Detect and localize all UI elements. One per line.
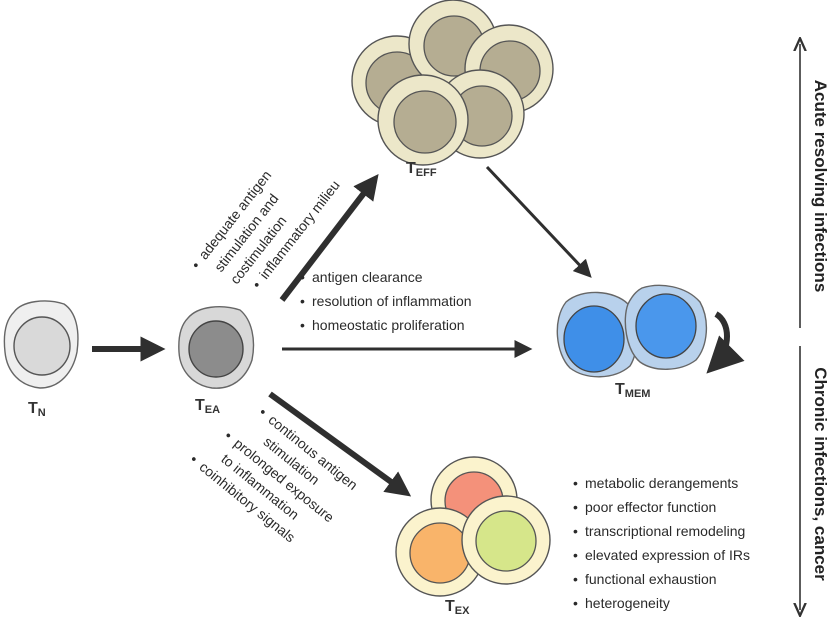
condition-bullet: • (300, 293, 305, 309)
arrow-effector-to-memory (485, 165, 592, 278)
feature-text: elevated expression of IRs (585, 547, 750, 563)
feature-bullet: • (573, 595, 578, 611)
feature-bullet: • (573, 499, 578, 515)
exhausted-t-cell-label: TEX (445, 598, 470, 617)
exhausted-cell (395, 507, 485, 597)
feature-text: poor effector function (585, 499, 716, 515)
effector-t-cell-cluster (351, 0, 554, 166)
naive-t-cell-label: TN (28, 400, 46, 419)
early-activated-t-cell-label: TEA (195, 397, 220, 416)
feature-text: functional exhaustion (585, 571, 717, 587)
chronic-infections-label: Chronic infections, cancer (811, 367, 830, 581)
to-memory-conditions: • antigen clearance • resolution of infl… (300, 269, 472, 333)
exhausted-t-cell-cluster (395, 456, 551, 597)
effector-t-cell-label: TEFF (406, 160, 437, 179)
condition-text: resolution of inflammation (312, 293, 472, 309)
memory-t-cells (556, 284, 708, 378)
arrow-ea-to-exhausted (268, 391, 412, 497)
condition-bullet: • (188, 258, 204, 272)
condition-bullet: • (222, 427, 236, 443)
condition-bullet: • (187, 451, 201, 467)
feature-bullet: • (573, 547, 578, 563)
effector-cell (377, 74, 469, 166)
self-renewal-arrow (706, 311, 745, 374)
exhausted-cell (461, 495, 551, 585)
condition-text: homeostatic proliferation (312, 317, 465, 333)
memory-cell (556, 291, 638, 378)
feature-bullet: • (573, 523, 578, 539)
memory-t-cell-label: TMEM (615, 381, 650, 400)
condition-bullet: • (300, 317, 305, 333)
acute-infections-label: Acute resolving infections (811, 80, 830, 293)
naive-t-cell (3, 300, 79, 389)
arrow-ea-to-effector (279, 174, 379, 302)
condition-bullet: • (249, 278, 265, 292)
feature-text: metabolic derangements (585, 475, 738, 491)
feature-text: transcriptional remodeling (585, 523, 745, 539)
feature-bullet: • (573, 475, 578, 491)
exhaustion-features: • metabolic derangements • poor effector… (573, 475, 750, 611)
condition-text: antigen clearance (312, 269, 423, 285)
early-activated-t-cell (178, 306, 255, 389)
condition-bullet: • (300, 269, 305, 285)
feature-bullet: • (573, 571, 578, 587)
condition-bullet: • (256, 404, 270, 420)
memory-cell (624, 284, 708, 370)
feature-text: heterogeneity (585, 595, 670, 611)
